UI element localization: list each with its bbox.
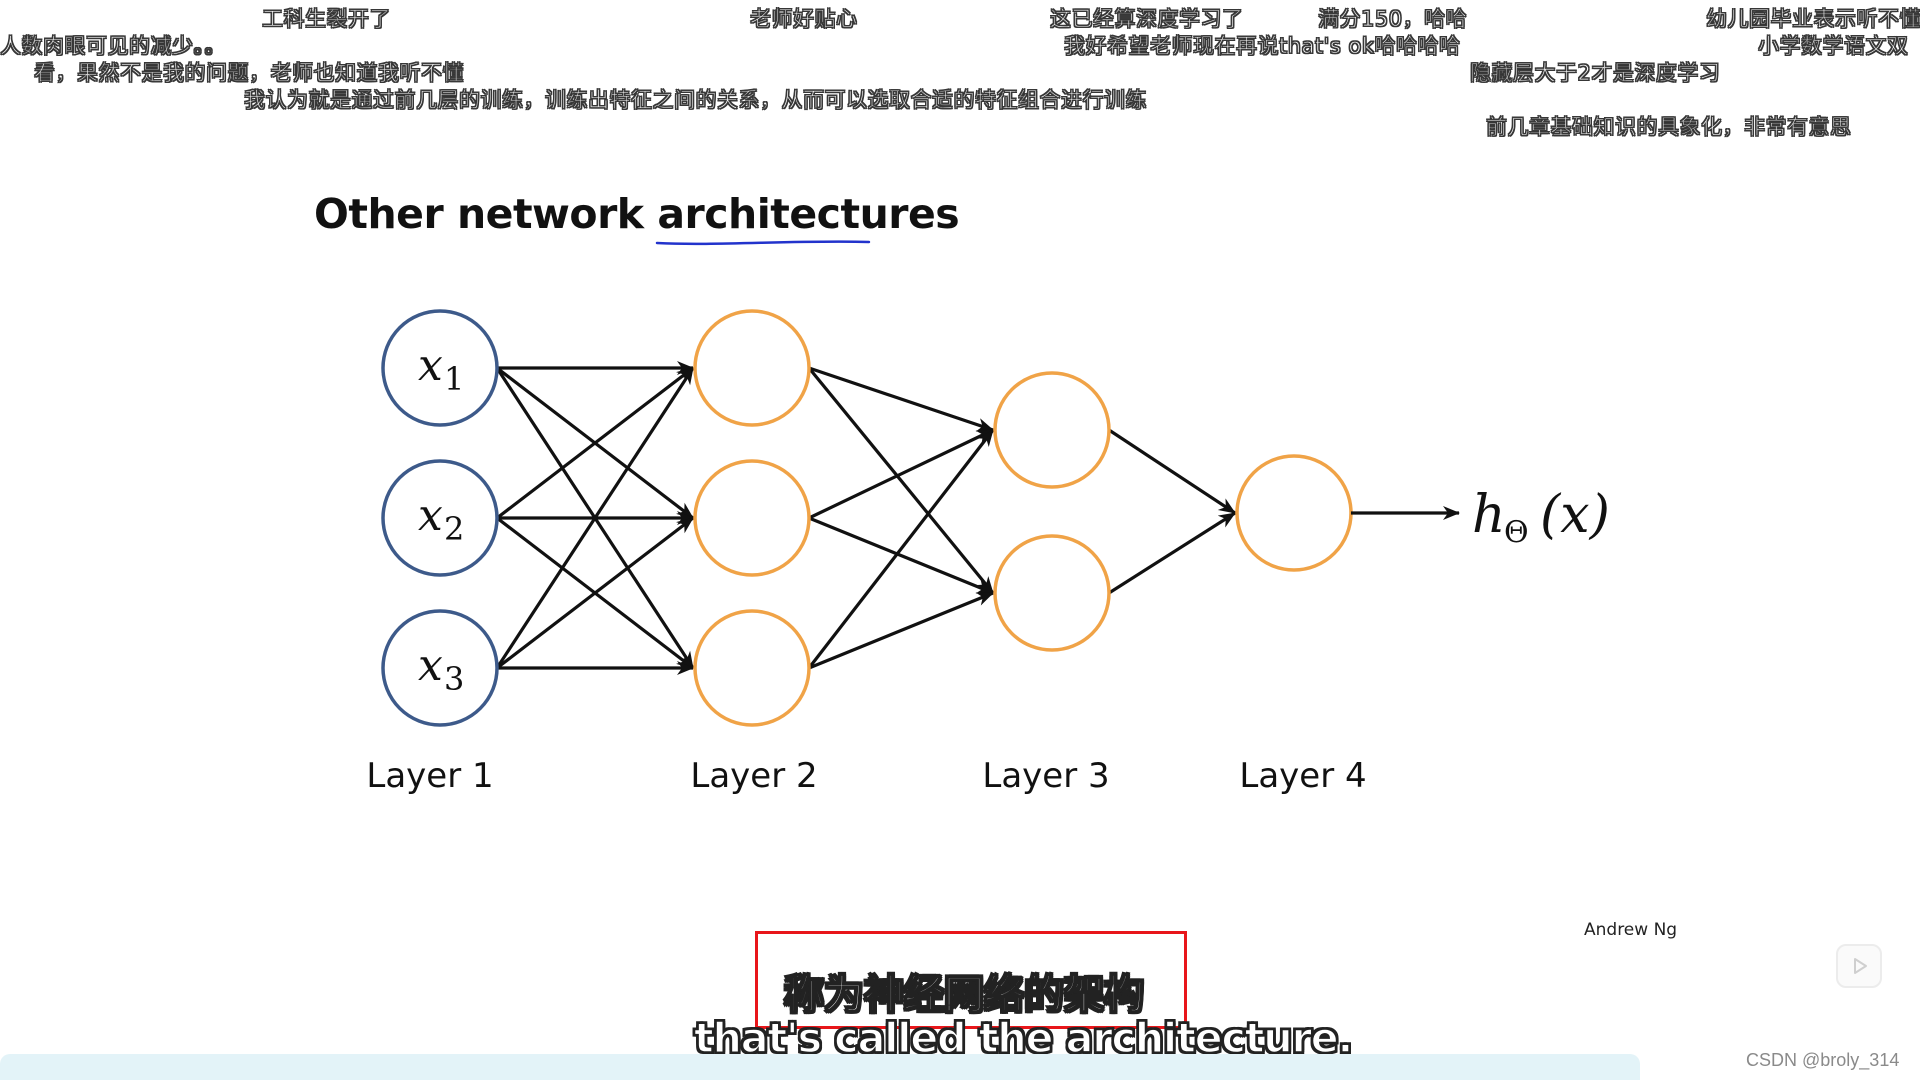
danmaku-comment: 工科生裂开了 <box>262 7 392 32</box>
layer-label: Layer 4 <box>1239 756 1366 796</box>
output-label-arg: (x) <box>1540 485 1610 545</box>
play-button[interactable] <box>1836 944 1882 988</box>
input-node-subscript: 2 <box>444 510 464 548</box>
input-node <box>381 309 499 427</box>
hidden-node <box>693 309 811 427</box>
edges <box>495 361 1236 675</box>
hidden-node <box>693 459 811 577</box>
input-node <box>381 609 499 727</box>
danmaku-comment: 小学数学语文双 <box>1758 34 1909 59</box>
hidden-node <box>993 371 1111 489</box>
slide-title-prefix: Other network <box>314 190 658 238</box>
slide-title: Other network architectures <box>314 190 960 246</box>
danmaku-comment: 我好希望老师现在再说that's ok哈哈哈哈 <box>1064 34 1461 59</box>
output-label-subscript: Θ <box>1504 515 1529 550</box>
hidden-node <box>993 534 1111 652</box>
input-node-label: x <box>418 340 443 391</box>
edge-arrow <box>808 366 994 432</box>
danmaku-comment: 这已经算深度学习了 <box>1050 7 1244 32</box>
edge-arrow <box>808 516 994 595</box>
input-node <box>381 459 499 577</box>
danmaku-comment: 前几章基础知识的具象化，非常有意思 <box>1486 115 1852 140</box>
danmaku-comment: 老师好贴心 <box>750 7 858 32</box>
subtitle-chinese: 称为神经网络的架构 <box>783 971 1145 1019</box>
handwritten-underline <box>656 240 871 246</box>
layer-label: Layer 3 <box>982 756 1109 796</box>
edge-arrow <box>1108 511 1236 595</box>
input-node-subscript: 3 <box>444 660 464 698</box>
input-node-label: x <box>418 640 443 691</box>
edge-arrow <box>807 429 995 669</box>
danmaku-comment: 看，果然不是我的问题，老师也知道我听不懂 <box>34 61 465 86</box>
input-node-subscript: 1 <box>444 360 464 398</box>
video-progress-band <box>0 1054 1640 1080</box>
subtitle-highlight-box <box>755 931 1187 1029</box>
output-label-main: h <box>1472 485 1506 545</box>
edge-arrow <box>496 366 694 520</box>
danmaku-comment: 隐藏层大于2才是深度学习 <box>1469 61 1721 86</box>
play-icon <box>1854 958 1867 974</box>
danmaku-comment: 幼儿园毕业表示听不懂 <box>1706 7 1920 32</box>
output-group: hΘ (x) <box>1351 485 1610 550</box>
edge-arrow <box>495 367 695 669</box>
edge-arrow <box>1108 428 1236 515</box>
csdn-watermark: CSDN @broly_314 <box>1746 1050 1900 1070</box>
hidden-node <box>1235 454 1353 572</box>
edge-arrow <box>807 366 995 595</box>
hidden-node <box>693 609 811 727</box>
edge-arrow <box>808 428 994 520</box>
layer-labels: Layer 1 Layer 2 Layer 3 Layer 4 <box>366 756 1366 796</box>
danmaku-comment: 人数肉眼可见的减少。。 <box>0 34 226 59</box>
slide-title-highlight-text: architectures <box>657 190 960 238</box>
layer-label: Layer 2 <box>690 756 817 796</box>
input-node-label: x <box>418 490 443 541</box>
layer-label: Layer 1 <box>366 756 493 796</box>
slide-title-highlight: architectures <box>656 190 960 246</box>
edge-arrow <box>808 591 994 670</box>
danmaku-comment: 满分150，哈哈 <box>1317 7 1468 32</box>
danmaku-comment: 我认为就是通过前几层的训练，训练出特征之间的关系，从而可以选取合适的特征组合进行… <box>244 88 1148 113</box>
edge-arrow <box>496 516 694 670</box>
slide-author: Andrew Ng <box>1584 920 1678 940</box>
